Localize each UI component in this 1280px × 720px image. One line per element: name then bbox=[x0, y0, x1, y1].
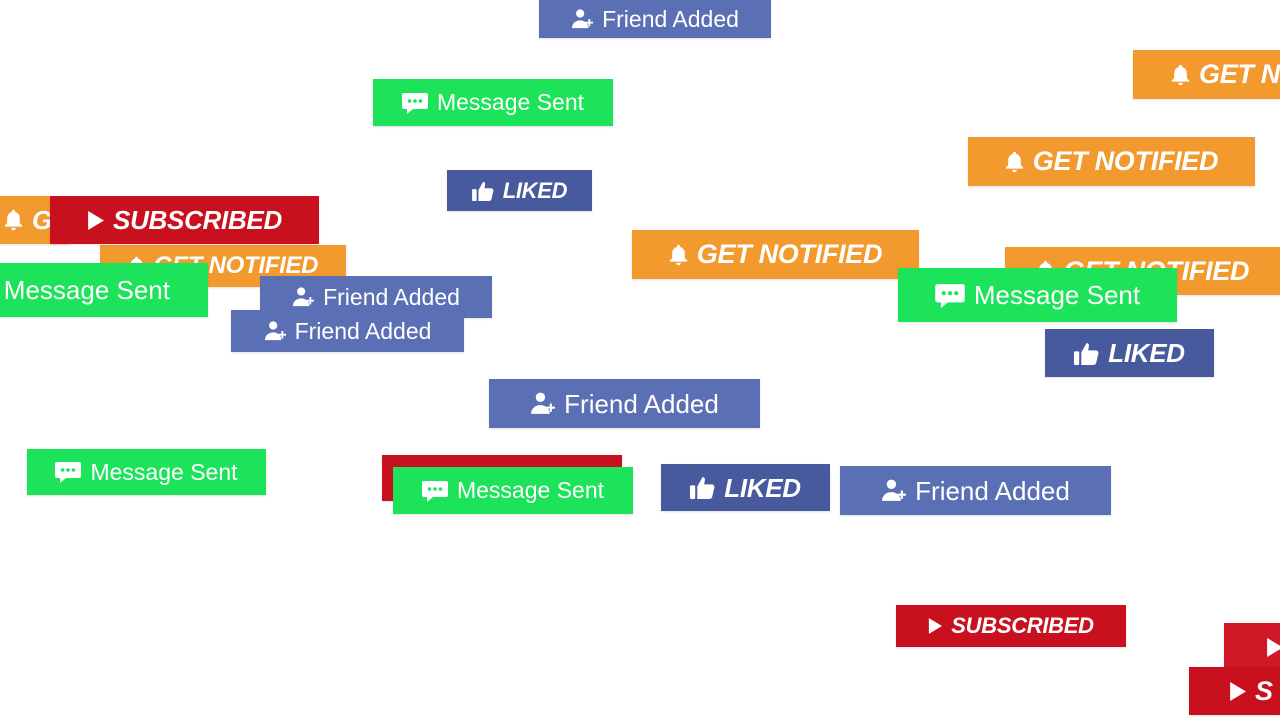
message-sent-badge: Message Sent bbox=[898, 268, 1177, 322]
get-notified-badge: GET NOTIFIED bbox=[100, 245, 346, 287]
subscribed-badge: SUBSCRIBED bbox=[50, 196, 319, 244]
badge-label: Friend Added bbox=[915, 475, 1070, 506]
badge-label: Friend Added bbox=[602, 5, 739, 32]
badge-label: GET NOTIFIED bbox=[1032, 146, 1219, 176]
message-sent-badge: Message Sent bbox=[0, 263, 208, 317]
badge-label: SUBSCRIBED bbox=[113, 205, 282, 235]
friend-added-badge: Friend Added bbox=[489, 379, 760, 428]
bell-icon bbox=[1005, 151, 1024, 173]
get-notified-badge: GET NOTIFIED bbox=[632, 230, 919, 279]
badge-label: LIKED bbox=[1108, 338, 1185, 368]
bell-icon bbox=[669, 244, 688, 266]
badge-label: GET NOTIFIED bbox=[696, 239, 883, 269]
subscribed-badge: S bbox=[1189, 667, 1280, 715]
subscribed-badge bbox=[1224, 623, 1280, 671]
badge-label: SUBSCRIBED bbox=[951, 613, 1094, 638]
add-user-icon bbox=[292, 286, 315, 308]
add-user-icon bbox=[530, 391, 556, 416]
badge-label: LIKED bbox=[502, 177, 568, 203]
subscribed-badge: SUBSCRIBED bbox=[896, 605, 1126, 647]
badge-label: Message Sent bbox=[456, 477, 605, 503]
get-notified-badge: GET N bbox=[1133, 50, 1280, 99]
badge-label: Message Sent bbox=[90, 458, 238, 485]
speech-bubble-icon bbox=[401, 92, 428, 114]
liked-badge: LIKED bbox=[661, 464, 830, 511]
speech-bubble-icon bbox=[421, 480, 448, 502]
play-icon bbox=[1266, 637, 1280, 657]
add-user-icon bbox=[264, 320, 286, 342]
badge-label: LIKED bbox=[724, 472, 801, 503]
friend-added-badge: Friend Added bbox=[539, 0, 771, 38]
message-sent-badge: Message Sent bbox=[373, 79, 613, 126]
badge-label: Friend Added bbox=[323, 283, 460, 310]
play-icon bbox=[928, 618, 943, 634]
badge-label: Message Sent bbox=[436, 89, 585, 115]
badge-label: Friend Added bbox=[564, 388, 719, 419]
add-user-icon bbox=[571, 8, 594, 30]
speech-bubble-icon bbox=[935, 283, 965, 308]
badge-label: GET N bbox=[1199, 59, 1280, 89]
thumbs-up-icon bbox=[690, 476, 715, 499]
friend-added-badge: Friend Added bbox=[840, 466, 1111, 515]
badge-label: G bbox=[32, 205, 52, 235]
speech-bubble-icon bbox=[55, 461, 82, 483]
message-sent-badge: Message Sent bbox=[27, 449, 266, 495]
badge-label: Friend Added bbox=[294, 317, 432, 344]
play-icon bbox=[1229, 681, 1246, 701]
play-icon bbox=[87, 210, 104, 230]
liked-badge: LIKED bbox=[447, 170, 592, 211]
friend-added-badge: Friend Added bbox=[231, 310, 464, 352]
liked-badge: LIKED bbox=[1045, 329, 1214, 377]
bell-icon bbox=[4, 209, 23, 231]
get-notified-badge: GET NOTIFIED bbox=[968, 137, 1255, 186]
thumbs-up-icon bbox=[471, 181, 494, 201]
badge-label: Message Sent bbox=[3, 275, 170, 305]
bell-icon bbox=[1171, 64, 1190, 86]
badge-label: S bbox=[1255, 675, 1273, 706]
badge-label: Message Sent bbox=[973, 280, 1141, 310]
add-user-icon bbox=[881, 478, 907, 503]
thumbs-up-icon bbox=[1074, 342, 1099, 365]
message-sent-badge: Message Sent bbox=[393, 467, 633, 514]
